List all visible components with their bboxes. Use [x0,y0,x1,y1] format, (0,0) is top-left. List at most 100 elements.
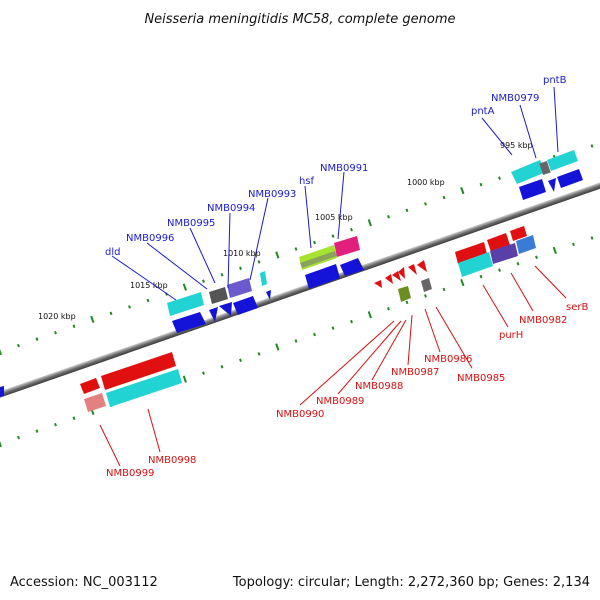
tick-mark [498,268,501,272]
gene-label-NMB0990[interactable]: NMB0990 [276,409,324,420]
map-title: Neisseria meningitidis MC58, complete ge… [144,12,455,27]
tick-mark [405,208,409,213]
tick-mark [128,305,131,309]
topology-summary: Topology: circular; Length: 2,272,360 bp… [232,575,590,590]
gene-label-hsf[interactable]: hsf [299,176,315,187]
gene-label-NMB0998[interactable]: NMB0998 [148,455,196,466]
tick-mark [17,435,20,440]
feature-NMB0999[interactable] [80,378,100,394]
feature-NMB0990[interactable] [374,280,382,288]
gene-label-NMB0982[interactable]: NMB0982 [519,315,567,326]
feature-NMB0988[interactable] [392,271,401,281]
tick-mark [146,298,150,303]
feature-NMB0993[interactable] [227,278,252,298]
gene-label-NMB0979[interactable]: NMB0979 [491,93,539,104]
feature-pntB[interactable] [511,150,578,184]
feature-NMB0996[interactable] [167,292,204,316]
tick-mark [72,416,76,420]
tick-mark [294,247,298,251]
tick-mark [479,182,483,187]
tick-label-995: 995 kbp [500,141,533,150]
gene-label-purH[interactable]: purH [499,330,523,341]
tick-mark [367,219,372,227]
feature-NMB0994[interactable] [209,287,228,304]
tick-mark [479,274,483,279]
feature-serB[interactable] [516,235,536,254]
feature-NMB0998[interactable] [101,352,176,390]
tick-label-1015: 1015 kbp [130,281,168,290]
tick-mark [516,261,520,266]
lower-features [0,226,536,412]
tick-mark [275,343,280,351]
tick-mark [275,251,280,259]
tick-mark [54,330,57,335]
feature-NMB0991[interactable] [334,236,360,257]
tick-mark [35,337,39,341]
tick-mark [424,294,427,298]
gene-label-NMB0995[interactable]: NMB0995 [167,218,215,229]
gene-label-serB[interactable]: serB [566,302,588,313]
feature-NMB0995[interactable] [209,307,218,322]
tick-mark [535,255,538,260]
tick-mark [239,358,242,363]
tick-mark [182,375,187,383]
gene-label-NMB0986[interactable]: NMB0986 [424,354,472,365]
feature-pntA[interactable] [539,161,551,175]
tick-mark [90,315,95,323]
tick-mark [331,326,335,330]
gene-label-NMB0991[interactable]: NMB0991 [320,163,368,174]
gene-label-NMB0996[interactable]: NMB0996 [126,233,174,244]
tick-label-1010: 1010 kbp [223,249,261,258]
tick-mark [498,176,501,180]
feature-NMB0987[interactable] [408,264,417,275]
tick-mark [387,215,390,219]
tick-mark [460,278,465,287]
gene-label-NMB0989[interactable]: NMB0989 [316,396,364,407]
gene-label-pntB[interactable]: pntB [543,75,567,86]
gene-label-NMB0993[interactable]: NMB0993 [248,189,296,200]
tick-mark [257,352,261,356]
tick-label-1000: 1000 kbp [407,178,445,187]
tick-mark [350,319,353,324]
tick-mark [182,283,187,291]
feature-NMB0979[interactable] [519,179,546,200]
tick-mark [405,300,409,305]
tick-mark [387,307,390,311]
gene-label-NMB0994[interactable]: NMB0994 [207,203,255,214]
tick-mark [590,144,594,148]
tick-mark [294,339,298,343]
tick-mark [331,234,335,238]
gene-label-dld[interactable]: dld [105,247,120,258]
tick-mark [0,439,2,448]
tick-mark [202,371,205,375]
feature-purH[interactable] [455,242,487,264]
feature-NMB0989[interactable] [385,274,393,284]
feature-dld[interactable] [172,312,206,333]
tick-mark [35,429,39,433]
tick-mark [460,186,465,195]
gene-label-NMB0987[interactable]: NMB0987 [391,367,439,378]
tick-mark [313,240,316,245]
tick-mark [590,236,594,240]
gene-label-NMB0985[interactable]: NMB0985 [457,373,505,384]
tick-mark [0,347,2,356]
gene-label-NMB0988[interactable]: NMB0988 [355,381,403,392]
gene-label-NMB0999[interactable]: NMB0999 [106,468,154,479]
tick-mark [552,246,557,255]
tick-mark [17,343,20,348]
feature-NMB0986[interactable] [417,260,427,272]
tick-mark [257,260,261,264]
label-leaders [99,86,567,467]
tick-mark [350,227,353,232]
tick-mark [572,242,575,247]
feature-NMB0985[interactable] [421,278,432,292]
tick-mark [424,202,427,206]
tick-label-1005: 1005 kbp [315,213,353,222]
tick-mark [313,332,316,337]
gene-label-pntA[interactable]: pntA [471,106,495,117]
accession-text: Accession: NC_003112 [10,575,158,590]
feature-NMB0982[interactable] [458,252,493,277]
tick-mark [109,311,113,316]
